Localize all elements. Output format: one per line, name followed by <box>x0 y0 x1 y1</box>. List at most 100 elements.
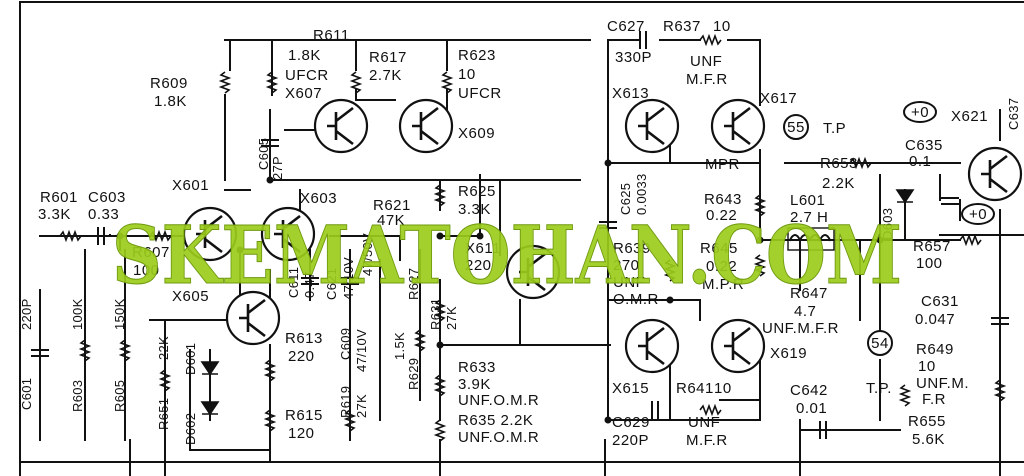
label-48: R643 <box>704 191 742 208</box>
vlabel-5: 150K <box>112 298 127 330</box>
label-40: UNF <box>690 53 722 70</box>
vlabel-12: C611 <box>286 267 301 298</box>
label-4: R623 <box>458 47 496 64</box>
label-3: 2.7K <box>369 67 402 84</box>
label-37: R637 <box>663 18 701 35</box>
label-31: R633 <box>458 359 496 376</box>
label-83: 10 <box>918 358 936 375</box>
label-45: MPR <box>705 156 740 173</box>
label-79: 100 <box>916 255 943 272</box>
vlabel-14: C621 <box>324 268 339 300</box>
resistors <box>59 33 1007 442</box>
watermark: SKEMATOHAN.COM <box>112 208 902 302</box>
label-16: 3.3K <box>38 206 71 223</box>
marker-0: 55 <box>783 114 809 140</box>
vlabel-22: R619 <box>338 386 353 418</box>
vlabel-1: 220P <box>19 298 34 330</box>
label-18: 0.33 <box>88 206 119 223</box>
marker-text-2: +0 <box>911 104 929 121</box>
label-70: C642 <box>790 382 828 399</box>
label-6: UFCR <box>458 85 502 102</box>
label-32: 3.9K <box>458 376 491 393</box>
label-35: UNF.O.M.R <box>458 429 539 446</box>
vlabel-25: 47/10V <box>354 329 369 372</box>
vlabel-20: R631 <box>428 298 443 330</box>
label-53: 270 <box>613 257 640 274</box>
transistor-x611 <box>505 244 561 300</box>
label-43: X617 <box>760 90 797 107</box>
label-52: R639 <box>613 240 651 257</box>
label-23: R625 <box>458 183 496 200</box>
vlabel-7: 22K <box>156 336 171 360</box>
label-5: 10 <box>458 66 476 83</box>
label-34: R635 2.2K <box>458 412 533 429</box>
wiring <box>19 1 1024 476</box>
label-29: R615 <box>285 407 323 424</box>
label-11: X609 <box>458 125 495 142</box>
label-73: R655 <box>908 413 946 430</box>
vlabel-28: D603 <box>880 208 895 240</box>
transistors <box>182 98 1023 374</box>
capacitors <box>31 31 1009 439</box>
label-50: L601 <box>790 192 825 209</box>
label-46: R653 <box>820 155 858 172</box>
transistor-x621 <box>967 146 1023 202</box>
vlabel-8: D601 <box>183 343 198 375</box>
label-68: UNF <box>688 414 720 431</box>
marker-2: +0 <box>903 101 937 123</box>
transistor-x605 <box>225 290 281 346</box>
label-77: X621 <box>951 108 988 125</box>
label-24: 3.3K <box>458 201 491 218</box>
label-54: UNF <box>613 274 645 291</box>
label-58: M.P.R <box>702 276 744 293</box>
label-12: X601 <box>172 177 209 194</box>
vlabel-4: R605 <box>112 380 127 412</box>
label-15: R601 <box>40 189 78 206</box>
label-13: X603 <box>300 190 337 207</box>
label-21: R621 <box>373 197 411 214</box>
marker-1: 54 <box>867 330 893 356</box>
label-85: F.R <box>922 391 946 408</box>
label-67: 220P <box>612 432 649 449</box>
label-78: R657 <box>913 238 951 255</box>
label-41: M.F.R <box>686 71 728 88</box>
label-69: M.F.R <box>686 432 728 449</box>
label-28: 220 <box>288 348 315 365</box>
transistor-x603 <box>260 206 316 262</box>
label-42: X613 <box>612 85 649 102</box>
label-49: 0.22 <box>706 207 737 224</box>
label-72: T.P. <box>866 380 892 397</box>
vlabel-13: 0.47 <box>302 271 317 298</box>
vlabel-10: C605 <box>256 138 271 170</box>
label-59: R647 <box>790 285 828 302</box>
marker-3: +0 <box>961 203 995 225</box>
vlabel-16: 47/50V <box>360 233 375 276</box>
label-84: UNF.M. <box>916 375 969 392</box>
transistor-x615 <box>624 318 680 374</box>
label-19: R607 <box>132 244 170 261</box>
label-8: X607 <box>285 85 322 102</box>
junction-dots <box>116 159 884 424</box>
vlabel-15: 47/10V <box>341 257 356 300</box>
label-36: C627 <box>607 18 645 35</box>
vlabel-19: 1.5K <box>392 332 407 360</box>
label-47: 2.2K <box>822 175 855 192</box>
vlabel-18: R629 <box>406 358 421 390</box>
transistor-x617 <box>710 98 766 154</box>
transistor-x609 <box>398 98 454 154</box>
label-65: 10 <box>714 380 732 397</box>
vlabel-21: 27K <box>444 306 459 330</box>
label-74: 5.6K <box>912 431 945 448</box>
diodes <box>200 189 915 416</box>
label-63: X615 <box>612 380 649 397</box>
label-9: R609 <box>150 75 188 92</box>
label-7: UFCR <box>285 67 329 84</box>
vlabel-11: 27P <box>270 156 285 180</box>
vlabel-29: C637 <box>1006 98 1021 130</box>
label-26: 220 <box>465 257 492 274</box>
vlabel-27: 0.0033 <box>634 173 649 215</box>
inductor-l601 <box>787 227 835 251</box>
